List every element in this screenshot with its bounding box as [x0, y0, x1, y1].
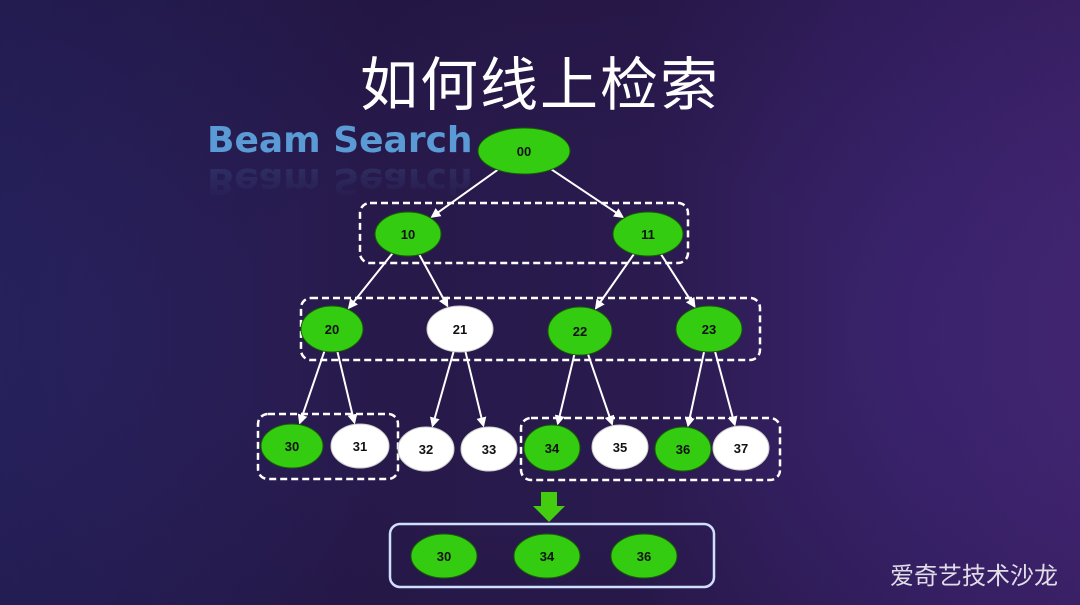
node-label: 22	[573, 324, 587, 339]
tree-node-11: 11	[612, 211, 684, 257]
node-ellipse	[654, 426, 712, 472]
tree-node-34: 34	[523, 424, 581, 472]
node-ellipse	[460, 426, 518, 472]
tree-node-20: 20	[300, 305, 364, 353]
node-ellipse	[547, 306, 613, 356]
result-ellipse	[513, 533, 581, 579]
beam-box-level-1	[358, 201, 690, 265]
node-label: 00	[517, 144, 531, 159]
edge-23-36	[684, 351, 706, 428]
node-label: 33	[482, 442, 496, 457]
node-ellipse	[330, 423, 390, 469]
node-label: 36	[676, 442, 690, 457]
node-label: 10	[401, 227, 415, 242]
node-ellipse	[374, 211, 442, 257]
node-ellipse	[397, 426, 455, 472]
tree-node-31: 31	[330, 423, 390, 469]
tree-node-37: 37	[712, 425, 770, 471]
node-label: 20	[325, 322, 339, 337]
tree-node-22: 22	[547, 306, 613, 356]
result-label: 36	[637, 549, 651, 564]
node-label: 23	[702, 322, 716, 337]
node-label: 11	[641, 227, 655, 242]
node-label: 37	[734, 441, 748, 456]
result-node-30: 30	[410, 533, 478, 579]
result-ellipse	[610, 533, 678, 579]
tree-node-21: 21	[426, 305, 494, 353]
tree-node-33: 33	[460, 426, 518, 472]
edge-21-33	[464, 351, 487, 428]
tree-node-32: 32	[397, 426, 455, 472]
beam-box-level-2	[299, 296, 762, 362]
slide-title: 如何线上检索	[359, 51, 720, 119]
node-ellipse	[477, 127, 571, 175]
node-ellipse	[260, 423, 324, 469]
node-label: 30	[285, 439, 299, 454]
node-ellipse	[300, 305, 364, 353]
edge-11-23	[660, 253, 696, 309]
result-box	[388, 522, 716, 589]
edge-10-21	[418, 254, 449, 308]
edge-00-10	[430, 169, 499, 218]
node-label: 21	[453, 322, 467, 337]
result-node-36: 36	[610, 533, 678, 579]
edge-11-22	[594, 253, 635, 310]
edge-22-35	[587, 353, 615, 426]
tree-node-30: 30	[260, 423, 324, 469]
tree-node-35: 35	[591, 424, 649, 470]
node-label: 34	[545, 441, 560, 456]
node-ellipse	[591, 424, 649, 470]
edge-00-11	[550, 168, 625, 218]
tree-node-36: 36	[654, 426, 712, 472]
edge-20-31	[336, 351, 358, 425]
result-ellipse	[410, 533, 478, 579]
down-arrow-icon	[533, 492, 565, 522]
edge-22-34	[554, 354, 576, 426]
node-ellipse	[523, 424, 581, 472]
beam-search-heading: Beam Search	[207, 120, 473, 161]
watermark-text: 爱奇艺技术沙龙	[890, 562, 1058, 590]
node-label: 32	[419, 442, 433, 457]
node-ellipse	[426, 305, 494, 353]
edge-10-20	[347, 252, 394, 310]
node-ellipse	[712, 425, 770, 471]
tree-node-00: 00	[477, 127, 571, 175]
edge-21-32	[429, 351, 455, 428]
edge-20-30	[297, 350, 326, 425]
node-label: 35	[613, 440, 627, 455]
edge-23-37	[714, 351, 738, 427]
node-ellipse	[675, 305, 743, 353]
beam-box-level-3-right	[519, 416, 782, 482]
result-label: 30	[437, 549, 451, 564]
node-ellipse	[612, 211, 684, 257]
result-node-34: 34	[513, 533, 581, 579]
node-label: 31	[353, 439, 367, 454]
tree-node-10: 10	[374, 211, 442, 257]
tree-node-23: 23	[675, 305, 743, 353]
result-label: 34	[540, 549, 555, 564]
